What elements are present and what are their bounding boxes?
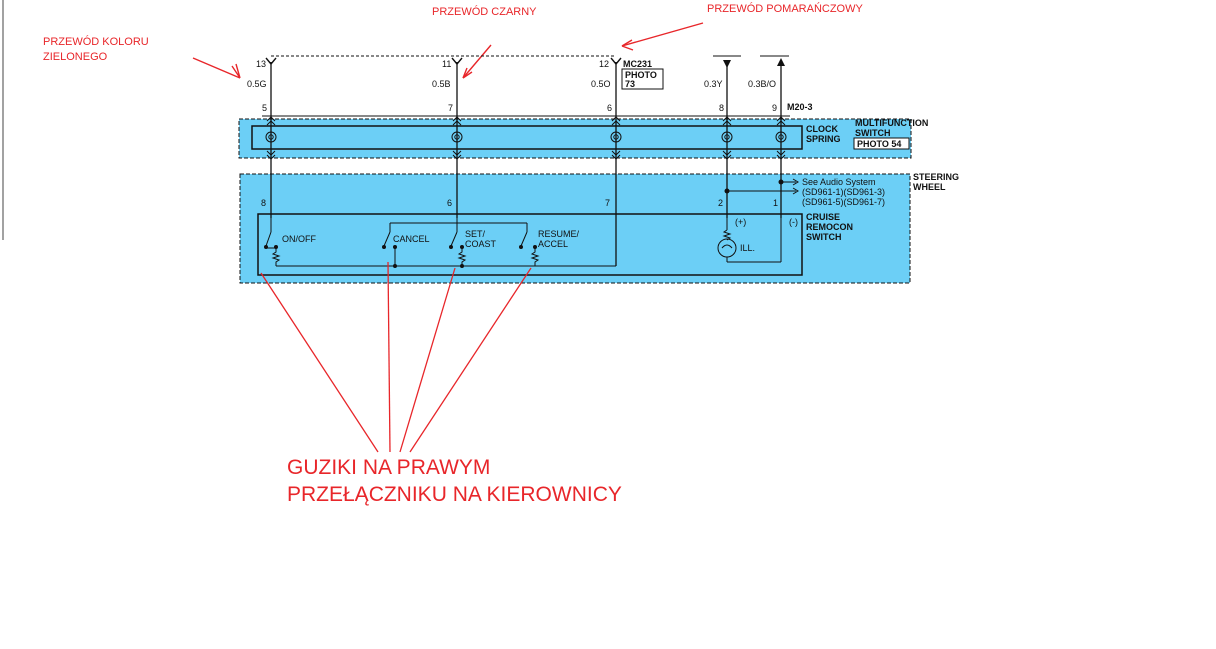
buttons-caption-line1: GUZIKI NA PRAWYM: [287, 456, 490, 479]
clock-spring-coils: [265, 131, 787, 143]
photo-54-label: PHOTO 54: [857, 139, 901, 149]
switch-pin-2: 2: [718, 198, 723, 208]
m20-pin-7: 7: [448, 103, 453, 113]
wire-color-0-3bo: 0.3B/O: [748, 79, 776, 89]
annotation-green-wire-line2: ZIELONEGO: [43, 51, 108, 63]
arrow-green-wire: [192, 57, 241, 79]
cruise-title-1: CRUISE: [806, 212, 840, 222]
connector-m20-3: M20-3: [787, 102, 813, 112]
wires-in-steering: [270, 174, 782, 266]
junction-dot-y: [724, 188, 730, 194]
switch-pin-7: 7: [605, 198, 610, 208]
coil-2-inner: [454, 134, 460, 140]
coil-3-inner: [613, 134, 619, 140]
arrow-black-wire-head: [462, 67, 473, 79]
annotation-green-wire-line1: PRZEWÓD KOLORU: [43, 35, 149, 48]
coil-4: [721, 131, 733, 143]
btn-resume: RESUME/: [538, 229, 580, 239]
coil-5: [775, 131, 787, 143]
btn-set: SET/: [465, 229, 486, 239]
cruise-title-3: SWITCH: [806, 232, 842, 242]
switch-pin-1: 1: [773, 198, 778, 208]
on-off-resistor: [271, 248, 281, 266]
btn-coast: COAST: [465, 239, 497, 249]
cancel-contact: [383, 231, 391, 247]
annotation-black-wire: PRZEWÓD CZARNY: [432, 5, 537, 18]
connector-mc231: MC231: [623, 59, 652, 69]
wire-color-0-5b: 0.5B: [432, 79, 451, 89]
photo-73-line2: 73: [625, 79, 635, 89]
photo-73-line1: PHOTO: [625, 70, 657, 80]
pin-label-13: 13: [256, 59, 266, 69]
buttons-caption-line2: PRZEŁĄCZNIKU NA KIEROWNICY: [287, 483, 622, 506]
coil-1-inner: [268, 134, 274, 140]
cruise-switch-internals: [265, 218, 782, 267]
switch-pin-8: 8: [261, 198, 266, 208]
minus-label: (-): [789, 217, 798, 227]
junction-dot-bo: [778, 179, 784, 185]
pin-label-12: 12: [599, 59, 609, 69]
ill-resistor: [722, 229, 732, 241]
wire-color-0-5g: 0.5G: [247, 79, 267, 89]
annotation-orange-wire: PRZEWÓD POMARAŃCZOWY: [707, 2, 863, 15]
set-resistor: [457, 248, 467, 266]
multifunction-title-1: MULTIFUNCTION: [855, 118, 928, 128]
wire-color-0-5o: 0.5O: [591, 79, 611, 89]
ill-label: ILL.: [740, 243, 755, 253]
clock-spring-label-2: SPRING: [806, 134, 841, 144]
cruise-title-2: REMOCON: [806, 222, 853, 232]
photo-73-box: [621, 68, 664, 90]
coil-3: [610, 131, 622, 143]
audio-ref-line1: See Audio System: [802, 177, 876, 187]
pin-label-11: 11: [442, 59, 451, 69]
btn-on-off: ON/OFF: [282, 234, 316, 244]
resume-accel-contact: [520, 231, 528, 247]
m20-pin-6: 6: [607, 103, 612, 113]
steering-wheel-label-1: STEERING: [913, 172, 959, 182]
btn-cancel: CANCEL: [393, 234, 430, 244]
wire-color-0-3y: 0.3Y: [704, 79, 723, 89]
on-off-contact: [265, 231, 272, 247]
coil-1: [265, 131, 277, 143]
m20-pin-5: 5: [262, 103, 267, 113]
arrow-orange-wire-head: [621, 39, 634, 51]
arrow-black-wire: [462, 44, 492, 79]
steering-wheel-label-2: WHEEL: [913, 182, 946, 192]
coil-2: [451, 131, 463, 143]
photo-54-box: [853, 137, 910, 150]
set-coast-contact: [450, 231, 458, 247]
m20-pin-8: 8: [719, 103, 724, 113]
audio-ref-line3: (SD961-5)(SD961-7): [802, 197, 885, 207]
clock-spring-label-1: CLOCK: [806, 124, 838, 134]
cruise-switch-box: [257, 213, 803, 276]
steering-wheel-box: [239, 173, 911, 284]
plus-label: (+): [735, 217, 746, 227]
caption-pointer-lines: [260, 261, 532, 453]
arrow-green-wire-head: [231, 63, 241, 79]
resume-resistor: [530, 248, 540, 266]
coil-5-inner: [778, 134, 784, 140]
audio-ref-line2: (SD961-1)(SD961-3): [802, 187, 885, 197]
multifunction-title-2: SWITCH: [855, 128, 891, 138]
btn-accel: ACCEL: [538, 239, 568, 249]
annotation-arrows: [192, 22, 704, 79]
switch-pin-6: 6: [447, 198, 452, 208]
switch-contact-dots: [264, 245, 537, 268]
m20-pin-9: 9: [772, 103, 777, 113]
clock-spring-box: [251, 125, 803, 150]
arrow-orange-wire: [621, 22, 704, 47]
coil-4-inner: [724, 134, 730, 140]
